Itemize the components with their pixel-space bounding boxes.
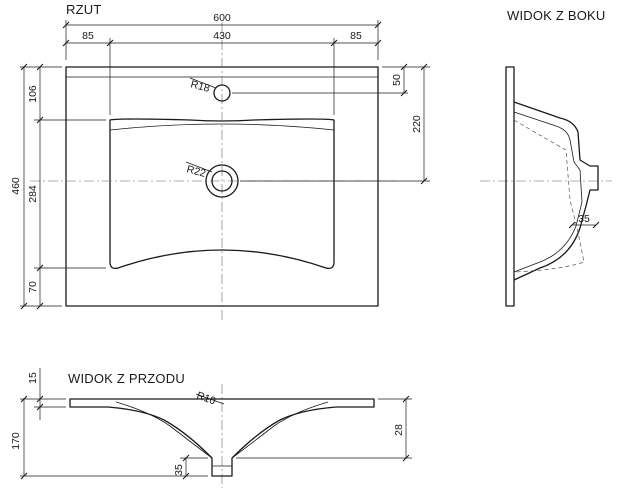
side-view: WIDOK Z BOKU 35 [480, 8, 612, 307]
front-view-title: WIDOK Z PRZODU [68, 371, 185, 386]
side-view-bowl [513, 101, 599, 281]
right-margin-label: 85 [350, 30, 362, 42]
inner-radius-label: R10 [195, 390, 217, 408]
rim-thickness-label: 15 [27, 372, 39, 384]
bowl-width-label: 430 [213, 30, 231, 42]
waste-width-label: 35 [173, 464, 185, 476]
side-view-slab [505, 66, 515, 307]
drain-outer [205, 164, 239, 198]
drain-radius-label: R22 [185, 163, 207, 180]
left-margin-label: 85 [82, 30, 94, 42]
top-view-bowl-inner [109, 123, 335, 131]
total-height-label: 170 [10, 432, 22, 450]
tap-hole [213, 84, 231, 102]
front-margin-label: 70 [27, 281, 39, 293]
back-margin-label: 106 [27, 85, 39, 103]
front-view-bowl-inner [115, 401, 329, 459]
overall-width-label: 600 [213, 12, 231, 24]
side-view-title: WIDOK Z BOKU [507, 8, 605, 23]
drain-leader [185, 161, 213, 173]
side-waste-width-label: 35 [578, 213, 590, 225]
bowl-rim-height-label: 28 [393, 424, 405, 436]
bowl-depth-label: 284 [27, 185, 39, 203]
tap-hole-radius-label: R18 [189, 78, 211, 95]
side-view-hidden-outline [513, 119, 585, 273]
front-view: WIDOK Z PRZODU R10 15 170 35 28 [10, 368, 412, 488]
drain-inner [211, 170, 233, 192]
tap-hole-offset-label: 50 [391, 74, 403, 86]
top-view-title: RZUT [66, 2, 101, 17]
top-view: RZUT R18 R22 600 85 [10, 2, 430, 320]
overall-depth-label: 460 [10, 177, 22, 195]
tap-hole-leader [189, 77, 217, 89]
drain-offset-label: 220 [411, 115, 423, 133]
top-view-bowl [109, 118, 335, 270]
inner-radius-leader [195, 393, 225, 405]
side-view-bowl-inner [513, 111, 583, 273]
